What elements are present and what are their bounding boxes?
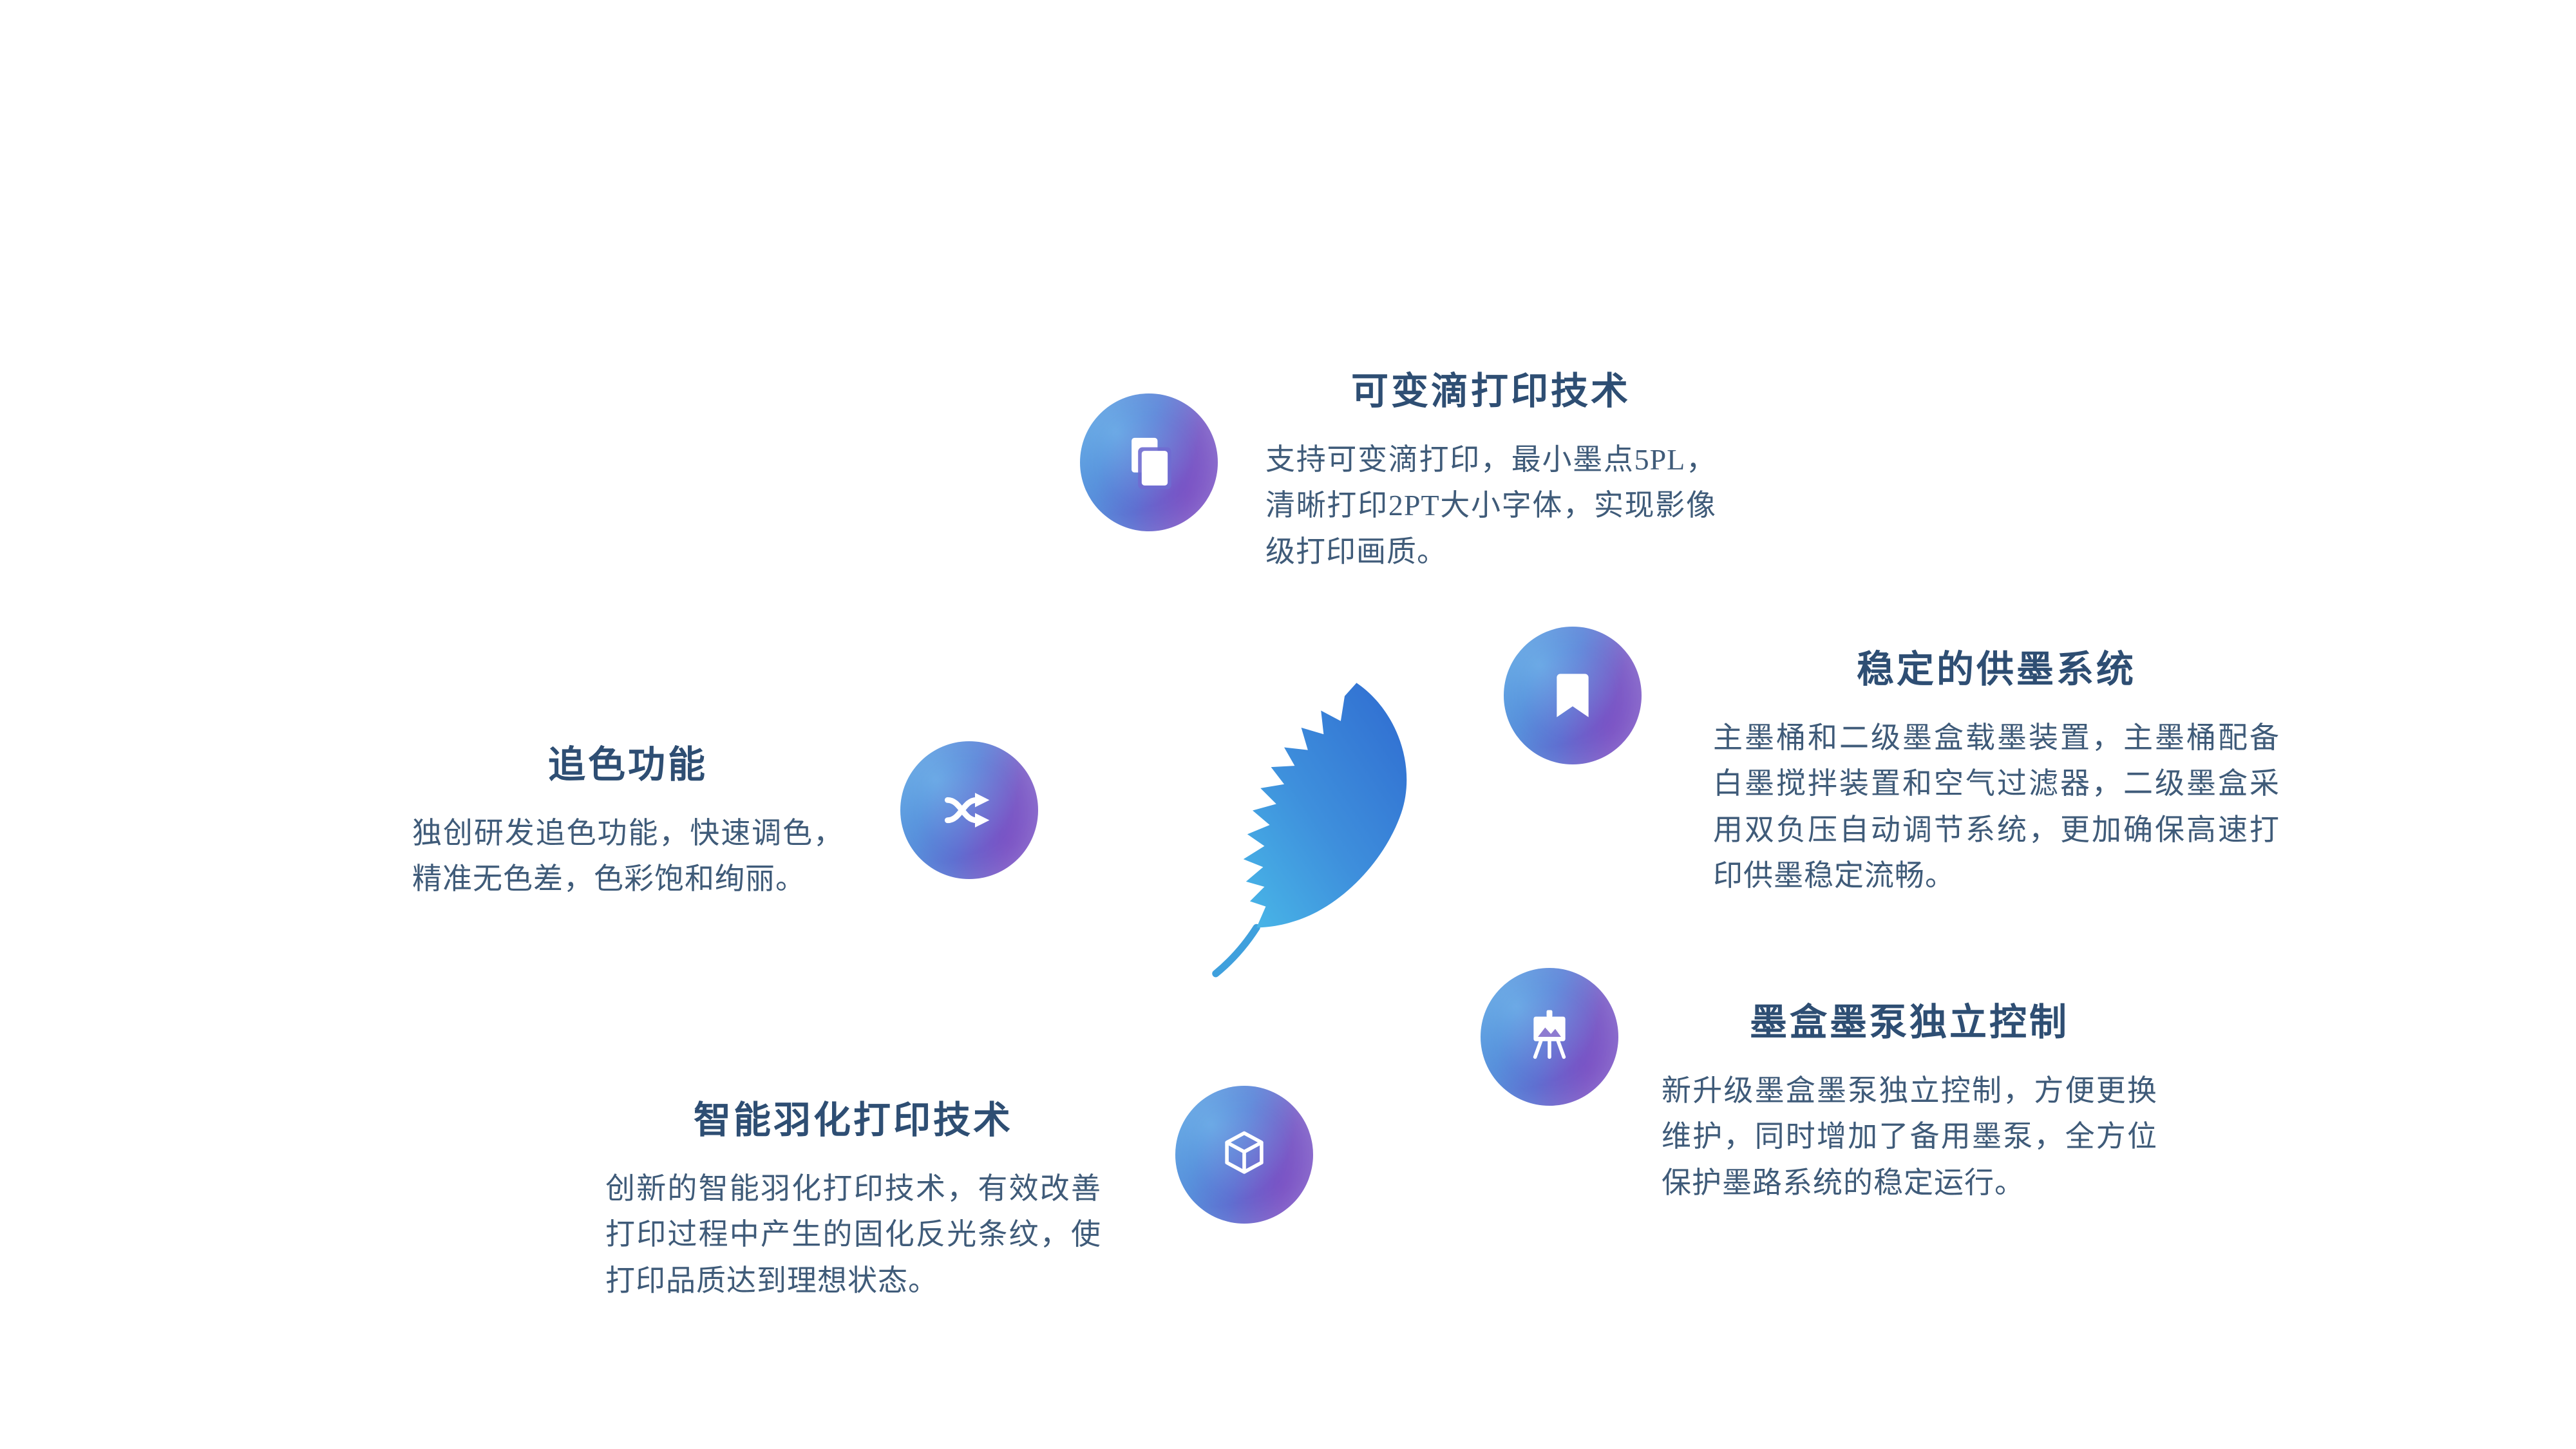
feature-title: 可变滴打印技术 (1350, 370, 1631, 412)
feature-description: 独创研发追色功能，快速调色，精准无色差，色彩饱和绚丽。 (412, 817, 844, 896)
easel-icon (1481, 968, 1618, 1106)
feature-text-variable-drop: 可变滴打印技术 支持可变滴打印，最小墨点5PL，清晰打印2PT大小字体，实现影像… (1265, 361, 1716, 574)
feather-graphic (1212, 683, 1407, 978)
feature-title: 墨盒墨泵独立控制 (1749, 1001, 2069, 1043)
feature-text-color-tracking: 追色功能 独创研发追色功能，快速调色，精准无色差，色彩饱和绚丽。 (412, 734, 844, 902)
feature-description: 创新的智能羽化打印技术，有效改善打印过程中产生的固化反光条纹，使打印品质达到理想… (605, 1172, 1101, 1297)
feature-description: 主墨桶和二级墨盒载墨装置，主墨桶配备白墨搅拌装置和空气过滤器，二级墨盒采用双负压… (1713, 721, 2280, 892)
cube-icon (1175, 1086, 1313, 1224)
feature-text-smart-feathering: 智能羽化打印技术 创新的智能羽化打印技术，有效改善打印过程中产生的固化反光条纹，… (605, 1090, 1101, 1303)
feature-text-ink-supply: 稳定的供墨系统 主墨桶和二级墨盒载墨装置，主墨桶配备白墨搅拌装置和空气过滤器，二… (1713, 639, 2280, 898)
feature-description: 支持可变滴打印，最小墨点5PL，清晰打印2PT大小字体，实现影像级打印画质。 (1265, 443, 1716, 568)
feature-title: 智能羽化打印技术 (693, 1099, 1013, 1141)
feature-title: 稳定的供墨系统 (1856, 649, 2136, 690)
feature-description: 新升级墨盒墨泵独立控制，方便更换维护，同时增加了备用墨泵，全方位保护墨路系统的稳… (1662, 1074, 2157, 1199)
bookmark-icon (1504, 627, 1642, 764)
watercolor-feather (1191, 670, 1436, 979)
feature-text-pump-control: 墨盒墨泵独立控制 新升级墨盒墨泵独立控制，方便更换维护，同时增加了备用墨泵，全方… (1662, 992, 2157, 1206)
shuffle-icon (900, 741, 1038, 879)
copy-pages-icon (1080, 393, 1218, 531)
feature-title: 追色功能 (547, 744, 708, 786)
